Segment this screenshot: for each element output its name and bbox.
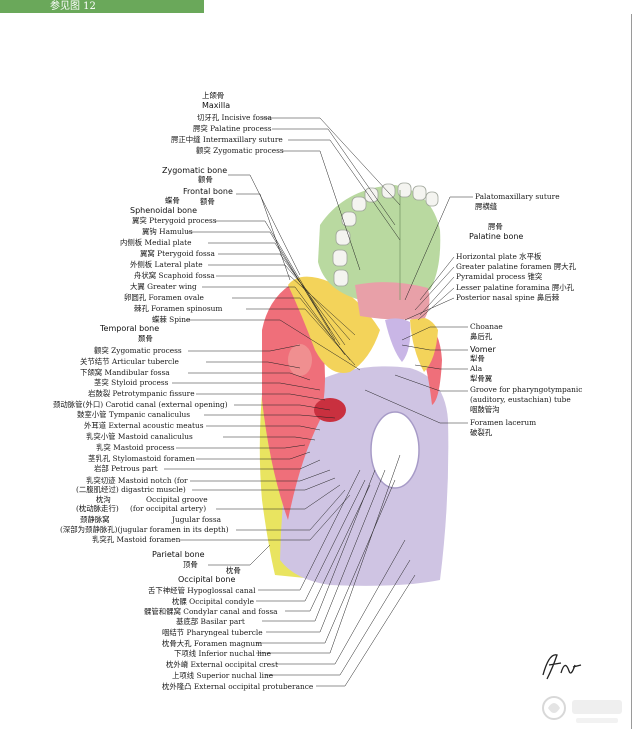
label-jugular-fossa-2: (深部为颈静脉孔)(jugular foramen in its depth) — [60, 525, 229, 534]
label-scaphoid-fossa: 舟状窝 Scaphoid fossa — [134, 271, 215, 280]
label-articular-tubercle: 关节结节 Articular tubercle — [80, 357, 179, 366]
label-occipital-groove-en2: (for occipital artery) — [130, 504, 207, 513]
label-frontal-bone-zh: 额骨 — [200, 197, 215, 206]
label-medial-plate: 内侧板 Medial plate — [120, 238, 192, 247]
label-groove-2: (auditory, eustachian) tube — [470, 395, 571, 404]
label-choanae-en: Choanae — [470, 322, 503, 331]
label-foramen-lacerum-zh: 破裂孔 — [470, 428, 493, 437]
label-palatine-bone-en: Palatine bone — [469, 232, 524, 241]
label-parietal-bone-zh: 顶骨 — [183, 560, 198, 569]
teeth-row — [332, 182, 439, 287]
label-maxilla-en: Maxilla — [202, 101, 231, 110]
label-external-occipital-crest: 枕外嵴 External occipital crest — [166, 660, 278, 669]
label-pterygoid-process: 翼突 Pterygoid process — [132, 216, 217, 225]
label-palatomaxillary-en: Palatomaxillary suture — [475, 192, 560, 201]
label-styloid-process: 茎突 Styloid process — [94, 378, 169, 387]
label-zygomatic-bone-en: Zygomatic bone — [162, 166, 228, 175]
leader-lines-right — [364, 196, 473, 424]
label-pharyngeal-tubercle: 咽结节 Pharyngeal tubercle — [162, 628, 263, 637]
label-mastoid-canaliculus: 乳突小管 Mastoid canaliculus — [86, 432, 193, 441]
label-vomer-en: Vomer — [470, 345, 496, 354]
label-zygomatic-process-temporal: 颧突 Zygomatic process — [94, 346, 182, 355]
label-mastoid-notch-1: 乳突切迹 Mastoid notch (for — [86, 476, 188, 485]
vomer-region — [385, 318, 411, 362]
sphenoid-region-right — [410, 317, 438, 372]
label-hamulus: 翼钩 Hamulus — [142, 227, 193, 236]
label-occipital-groove-en: Occipital groove — [146, 495, 208, 504]
label-sphenoid-zh: 蝶骨 — [165, 196, 180, 205]
label-vomer-zh: 犁骨 — [470, 354, 485, 363]
mandibular-fossa-shade — [288, 344, 312, 376]
label-foramen-ovale: 卵圆孔 Foramen ovale — [124, 293, 204, 302]
label-stylomastoid-foramen: 茎乳孔 Stylomastoid foramen — [88, 454, 195, 463]
label-external-occipital-protuberance: 枕外隆凸 External occipital protuberance — [162, 682, 314, 691]
label-occipital-zh: 枕骨 — [226, 566, 241, 575]
label-palatomaxillary-zh: 腭横缝 — [475, 202, 498, 211]
label-palatine-process: 腭突 Palatine process — [193, 124, 272, 133]
dxy-watermark — [542, 696, 622, 723]
label-mandibular-fossa: 下颌窝 Mandibular fossa — [80, 368, 170, 377]
label-temporal-bone-zh: 颞骨 — [138, 334, 153, 343]
label-greater-wing: 大翼 Greater wing — [130, 282, 197, 291]
label-posterior-nasal-spine: Posterior nasal spine 鼻后棘 — [456, 293, 560, 302]
label-pterygoid-fossa: 翼窝 Pterygoid fossa — [140, 249, 215, 258]
foramen-magnum-shape — [370, 411, 420, 489]
label-hypoglossal-canal: 舌下神经管 Hypoglossal canal — [148, 586, 256, 595]
label-petrotympanic-fissure: 岩鼓裂 Petrotympanic fissure — [88, 389, 195, 398]
label-mastoid-notch-2: (二腹肌经过) digastric muscle) — [76, 485, 186, 494]
leader-lines-left — [164, 117, 416, 687]
label-temporal-bone-en: Temporal bone — [100, 324, 160, 333]
label-spine: 蝶棘 Spine — [152, 315, 191, 324]
label-intermaxillary-suture: 腭正中缝 Intermaxillary suture — [171, 135, 283, 144]
label-condylar-canal: 髁管和髁窝 Condylar canal and fossa — [144, 607, 278, 616]
label-mastoid-foramen: 乳突孔 Mastoid foramen — [92, 535, 181, 544]
label-pyramidal-process: Pyramidal process 锥突 — [456, 272, 543, 281]
label-occipital-groove-zh: 枕沟 — [96, 495, 111, 504]
label-foramen-spinosum: 棘孔 Foramen spinosum — [134, 304, 223, 313]
label-horizontal-plate: Horizontal plate 水平板 — [456, 252, 542, 261]
page-header-tab: 参见图 12 — [0, 0, 204, 13]
label-ala-en: Ala — [470, 364, 483, 373]
label-foramen-lacerum-en: Foramen lacerum — [470, 418, 537, 427]
label-inferior-nuchal-line: 下项线 Inferior nuchal line — [174, 649, 271, 658]
label-external-acoustic-meatus: 外耳道 External acoustic meatus — [84, 421, 204, 430]
netter-signature — [542, 654, 582, 680]
label-occipital-groove-zh2: (枕动脉走行) — [76, 504, 119, 513]
label-occipital-condyle: 枕髁 Occipital condyle — [172, 597, 255, 606]
header-tab-text: 参见图 12 — [50, 1, 96, 12]
sphenoid-region — [288, 276, 380, 374]
label-jugular-fossa-en: Jugular fossa — [172, 515, 222, 524]
label-groove-zh: 咽鼓管沟 — [470, 405, 500, 414]
palatine-region — [355, 282, 430, 320]
label-mastoid-process: 乳突 Mastoid process — [96, 443, 175, 452]
label-superior-nuchal-line: 上项线 Superior nuchal line — [172, 671, 274, 680]
label-sphenoidal-bone-en: Sphenoidal bone — [130, 206, 198, 215]
label-foramen-magnum: 枕骨大孔 Foramen magnum — [162, 639, 263, 648]
label-choanae-zh: 鼻后孔 — [470, 332, 493, 341]
label-lateral-plate: 外侧板 Lateral plate — [130, 260, 203, 269]
page-edge-line — [631, 14, 632, 729]
label-maxilla-zh: 上颌骨 — [202, 91, 225, 100]
label-zygomatic-bone-zh: 颧骨 — [198, 175, 213, 184]
label-palatine-bone-zh: 腭骨 — [488, 222, 503, 231]
label-greater-palatine-foramen: Greater palatine foramen 腭大孔 — [456, 262, 576, 271]
label-frontal-bone-en: Frontal bone — [183, 187, 233, 196]
label-jugular-fossa-zh: 颈静脉窝 — [80, 515, 110, 524]
label-petrous-part: 岩部 Petrous part — [94, 464, 158, 473]
label-ala-zh: 犁骨翼 — [470, 374, 493, 383]
label-incisive-fossa: 切牙孔 Incisive fossa — [197, 113, 272, 122]
label-groove-1: Groove for pharyngotympanic — [470, 385, 583, 394]
label-basilar-part: 基底部 Basilar part — [176, 617, 245, 626]
label-tympanic-canaliculus: 鼓室小管 Tympanic canaliculus — [77, 410, 191, 419]
temporal-region — [262, 285, 325, 520]
label-zygomatic-process-maxilla: 颧突 Zygomatic process — [196, 146, 284, 155]
label-carotid-canal: 颈动脉管(外口) Carotid canal (external opening… — [53, 400, 228, 409]
label-parietal-bone-en: Parietal bone — [152, 550, 205, 559]
label-lesser-palatine-foramina: Lesser palatine foramina 腭小孔 — [456, 283, 575, 292]
label-occipital-bone-en: Occipital bone — [178, 575, 236, 584]
